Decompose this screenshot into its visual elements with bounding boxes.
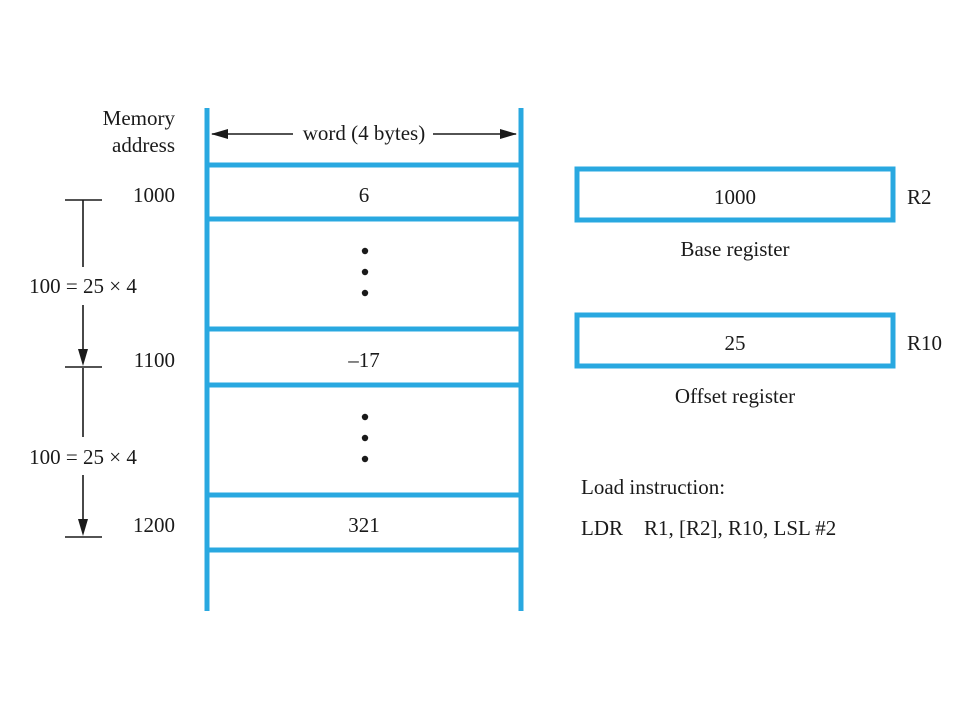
memory-cell-value: 6	[359, 183, 370, 207]
word-width-indicator: word (4 bytes)	[211, 121, 517, 145]
register-value: 1000	[714, 185, 756, 209]
memory-address-label-line2: address	[112, 133, 175, 157]
offset-size-label: 100 = 25 × 4	[29, 274, 137, 298]
memory-column	[204, 108, 524, 611]
arrow-down-icon	[78, 519, 88, 536]
memory-address-label-line1: Memory	[103, 106, 176, 130]
ellipsis-dots-icon	[361, 413, 369, 463]
register-name: R2	[907, 185, 932, 209]
memory-address: 1200	[133, 513, 175, 537]
offset-register: 25 R10 Offset register	[574, 312, 942, 408]
register-box	[574, 166, 896, 223]
word-size-label: word (4 bytes)	[303, 121, 425, 145]
base-register: 1000 R2 Base register	[574, 166, 932, 261]
register-name: R10	[907, 331, 942, 355]
ellipsis-dots-icon	[361, 247, 369, 297]
offset-dimension	[65, 199, 102, 538]
register-caption: Base register	[680, 237, 789, 261]
instruction-title: Load instruction:	[581, 475, 725, 499]
instruction-opcode: LDR	[581, 516, 623, 540]
memory-address: 1000	[133, 183, 175, 207]
memory-cell-value: 321	[348, 513, 380, 537]
memory-cell-value: –17	[347, 348, 380, 372]
word-arrow-right-head-icon	[500, 129, 517, 139]
register-caption: Offset register	[675, 384, 795, 408]
arrow-down-icon	[78, 349, 88, 366]
instruction-operands: R1, [R2], R10, LSL #2	[644, 516, 836, 540]
register-box	[574, 312, 896, 369]
word-arrow-left-head-icon	[211, 129, 228, 139]
offset-size-label: 100 = 25 × 4	[29, 445, 137, 469]
register-value: 25	[725, 331, 746, 355]
memory-address: 1100	[134, 348, 175, 372]
